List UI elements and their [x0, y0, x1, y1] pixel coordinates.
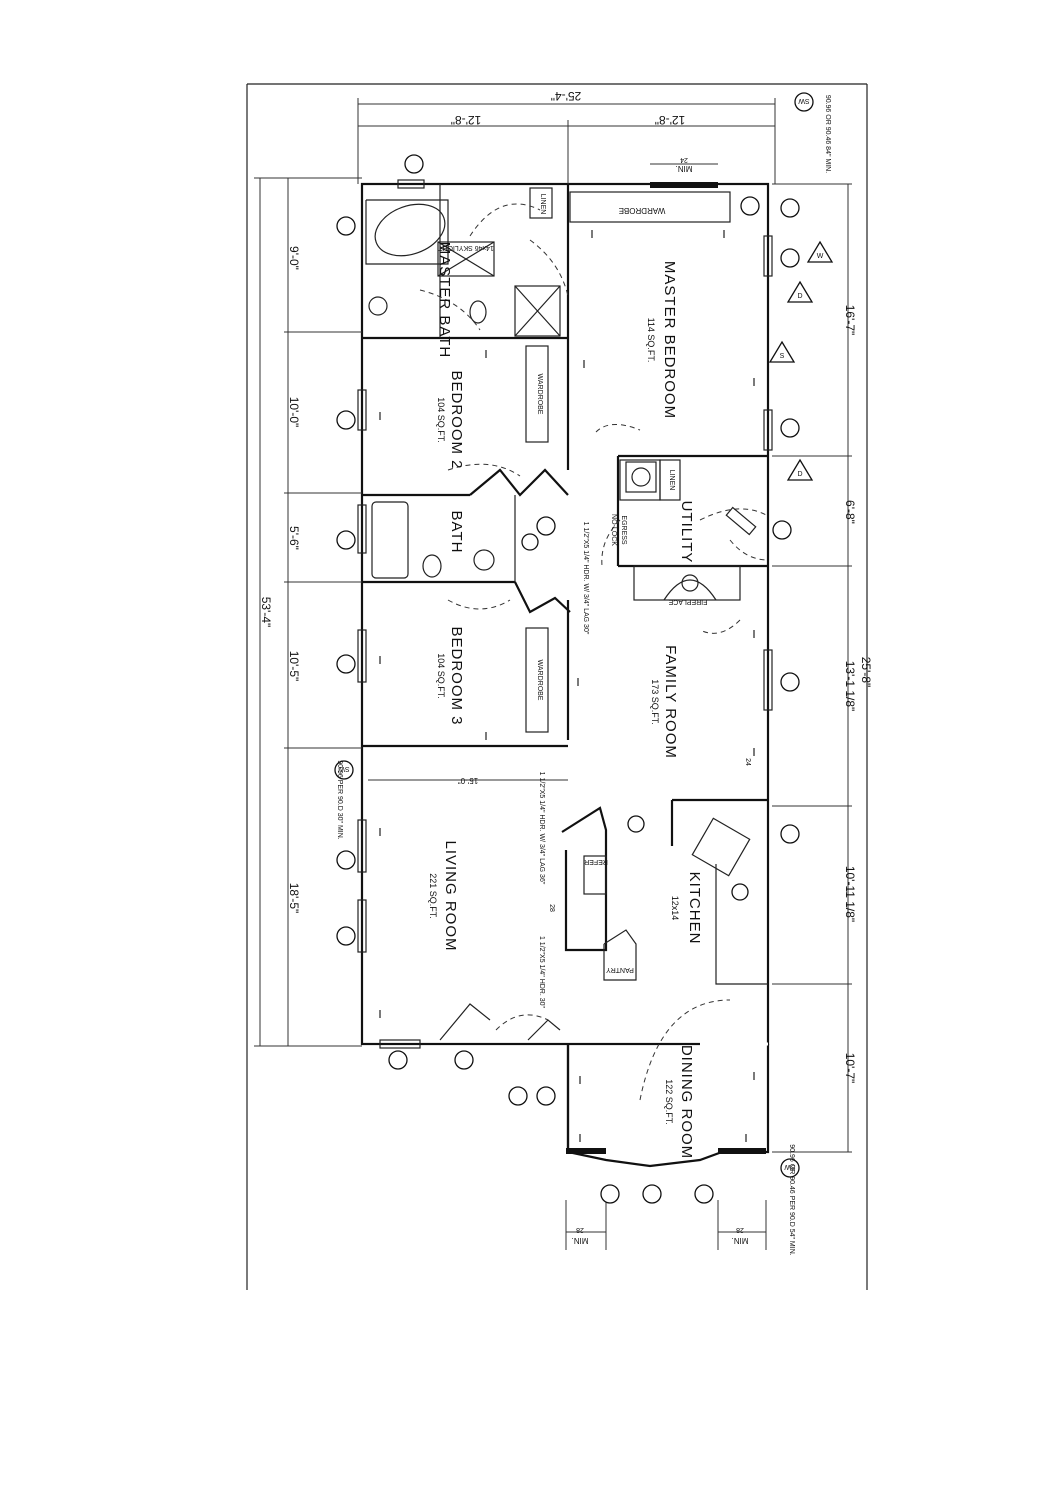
sw-top-note: 90.96 OR 90.46 84" MIN.	[824, 95, 831, 173]
sw-mid-label: SW	[338, 765, 350, 772]
room-family-area: 173 SQ.FT.	[650, 679, 660, 725]
marker-d2-icon	[786, 458, 814, 481]
washer-icon	[625, 461, 657, 493]
label-egress: EGRESS	[620, 515, 627, 545]
toilet-icon	[422, 554, 442, 578]
dimension-lines	[254, 98, 852, 1250]
room-living-name: LIVING ROOM	[442, 840, 459, 951]
sw-top-label: SW	[798, 97, 810, 104]
room-kitchen-area: 12x14	[670, 896, 680, 921]
sw-bot-note: 90.96 OR 90.46 PER 90.D 54" MIN.	[788, 1144, 795, 1255]
dim-left-seg4: 10'-5"	[287, 651, 301, 682]
marker-num24: 24	[744, 758, 751, 766]
exterior-walls	[360, 182, 770, 1168]
markers: W D S D 24 28	[548, 240, 834, 912]
dim-min-bot-left: MIN.	[572, 1236, 589, 1245]
dim-left-seg3: 5'-6"	[287, 526, 301, 550]
label-linen-utility: LINEN	[668, 470, 675, 491]
dim-left-seg2: 10'-0"	[287, 397, 301, 428]
label-wardrobe-master: WARDROBE	[619, 206, 666, 215]
dim-min-top: MIN.	[676, 164, 693, 173]
label-wardrobe-bed3: WARDROBE	[536, 660, 543, 701]
label-pantry: PANTRY	[606, 966, 634, 973]
sw-mid-icon	[334, 760, 354, 780]
marker-num28: 28	[548, 904, 555, 912]
room-bedroom2-name: BEDROOM 2	[448, 370, 465, 469]
bathtub-icon	[371, 501, 409, 579]
marker-w-icon	[806, 240, 834, 263]
dim-min-bot-left-val: 28	[576, 1226, 584, 1233]
skylight-icon	[437, 241, 495, 277]
sheet-border	[246, 83, 868, 1290]
interior-walls	[362, 184, 768, 985]
room-bedroom3-name: BEDROOM 3	[448, 626, 465, 725]
room-bedroom2-area: 104 SQ.FT.	[436, 397, 446, 443]
marker-d1-icon	[786, 280, 814, 303]
outlet-ticks	[379, 230, 755, 1142]
fixture-labels: WARDROBE WARDROBE WARDROBE LINEN LINEN 1…	[437, 194, 707, 973]
room-master-bedroom-name: MASTER BEDROOM	[661, 261, 678, 419]
toilet-icon	[469, 300, 487, 324]
room-master-bath-name: MASTER BATH	[436, 242, 453, 359]
sink-icon	[368, 296, 388, 316]
dim-left-seg1: 9'-0"	[287, 246, 301, 270]
dimension-labels: 25'-4" 12'-8" 12'-8" 53'-4" 9'-0" 10'-0"…	[259, 89, 873, 1245]
dim-min-bot-right-val: 28	[736, 1226, 744, 1233]
door-swings	[419, 203, 769, 1101]
marker-s-icon	[768, 340, 796, 363]
header-note-3: 1 1/2"X5 1/4" HDR. 30"	[538, 936, 545, 1009]
dim-right-seg5: 10'-7"	[843, 1053, 857, 1084]
dim-min-bot-right: MIN.	[732, 1236, 749, 1245]
room-master-bedroom-area: 114 SQ.FT.	[646, 318, 656, 363]
marker-w: W	[817, 253, 824, 260]
plumbing-fixtures	[365, 199, 657, 579]
dim-half-left: 12'-8"	[451, 113, 482, 127]
header-note-2: 1 1/2"X5 1/4" HDR. W/ 3/4" LAG 36"	[538, 772, 545, 885]
header-note-1: 1 1/2"X5 1/4" HDR. W/ 3/4" LAG 30"	[582, 522, 589, 635]
label-linen-bath: LINEN	[539, 194, 546, 215]
dim-overall-width: 25'-4"	[551, 89, 582, 103]
dim-overall-length: 53'-4"	[259, 597, 273, 628]
room-utility-name: UTILITY	[678, 501, 695, 564]
label-no-lock: NO-LOCK	[610, 514, 617, 546]
dim-right-seg1: 16'-7"	[843, 305, 857, 336]
room-living-area: 221 SQ.FT.	[428, 873, 438, 919]
label-refer: REFER	[584, 858, 608, 865]
room-dining-name: DINING ROOM	[678, 1045, 695, 1159]
sink-icon	[473, 549, 495, 571]
window-marks	[357, 179, 773, 1049]
dim-right-seg4: 10'-11 1/8"	[843, 866, 857, 922]
label-skylight: 14x46 SKYLIGHT	[437, 244, 493, 251]
dim-living-wall: 15'-0"	[458, 776, 479, 785]
dim-half-right: 12'-8"	[655, 113, 686, 127]
symbol-bubbles	[336, 154, 800, 1204]
marker-d2: D	[797, 471, 802, 478]
room-family-name: FAMILY ROOM	[662, 645, 679, 759]
sw-mid-note: 90.96 PER 90.D 30" MIN.	[336, 760, 343, 840]
sw-top-icon	[794, 92, 814, 112]
dim-min-top-val: 24	[680, 156, 688, 163]
room-dining-area: 122 SQ.FT.	[664, 1079, 674, 1125]
room-kitchen-name: KITCHEN	[686, 872, 703, 945]
sw-bot-icon	[780, 1158, 800, 1178]
room-bedroom3-area: 104 SQ.FT.	[436, 653, 446, 699]
sw-bot-label: SW	[784, 1163, 796, 1170]
marker-s: S	[780, 353, 785, 360]
dim-left-seg5: 18'-5"	[287, 883, 301, 914]
dim-right-seg3: 13'-1 1/8"	[843, 661, 857, 712]
dim-right-outer: 25'-8"	[859, 657, 873, 688]
marker-d1: D	[797, 293, 802, 300]
tub-icon	[374, 203, 446, 257]
notes: SW 90.96 OR 90.46 84" MIN. SW 90.96 PER …	[334, 92, 831, 1256]
room-labels: MASTER BEDROOM 114 SQ.FT. MASTER BATH BE…	[428, 242, 703, 1159]
room-bath-name: BATH	[448, 511, 465, 554]
label-fireplace: FIREPLACE	[668, 598, 707, 605]
label-wardrobe-bed2: WARDROBE	[536, 374, 543, 415]
dim-right-seg2: 6'-8"	[843, 500, 857, 524]
